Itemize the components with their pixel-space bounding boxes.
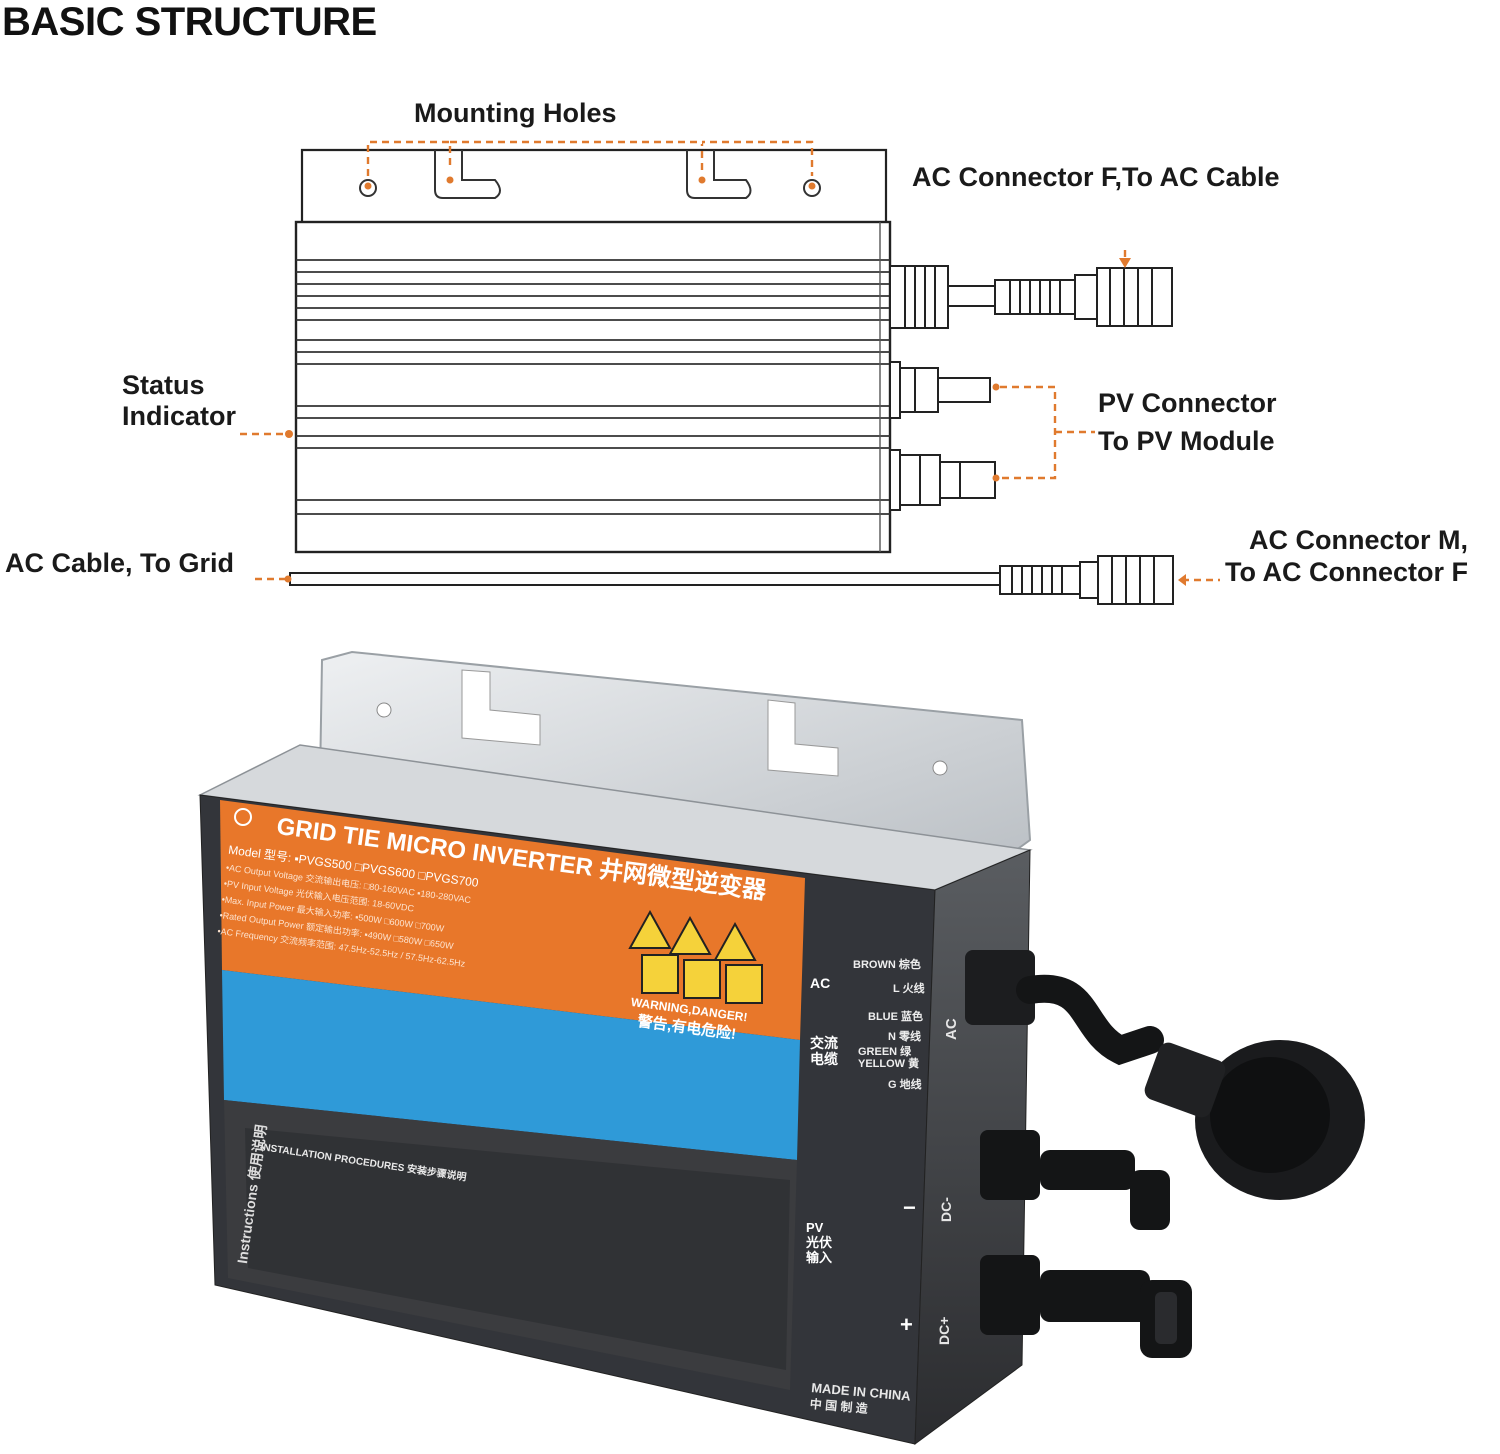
acm-line-2: To AC Connector F	[1225, 557, 1468, 587]
callout-ac-connector-m: AC Connector M, To AC Connector F	[1225, 524, 1468, 588]
wire-green: GREEN 绿 YELLOW 黄	[858, 1046, 920, 1070]
label-text-group: GRID TIE MICRO INVERTER 井网微型逆变器 Model 型号…	[217, 800, 790, 1011]
mounting-slot-left	[434, 150, 501, 199]
instructions-side-label: Instructions 使用说明	[233, 1123, 270, 1265]
callout-ac-cable: AC Cable, To Grid	[5, 548, 235, 578]
callout-status-indicator: Status Indicator	[122, 370, 236, 432]
made-in-china: MADE IN CHINA 中 国 制 造	[809, 1380, 911, 1421]
mounting-slot-right	[686, 150, 752, 199]
pv-line-1: PV Connector	[1098, 388, 1277, 418]
page-title: BASIC STRUCTURE	[2, 0, 377, 44]
dc-minus-sign: −	[903, 1195, 916, 1220]
callout-pv-connector: PV Connector To PV Module	[1098, 384, 1277, 460]
wire-brown: BROWN 棕色	[853, 959, 921, 971]
wire-g: G 地线	[888, 1079, 922, 1091]
ac-cn-label: 交流 电缆	[810, 1035, 838, 1067]
ac-output-cable	[965, 950, 1365, 1200]
structure-diagram	[240, 140, 1220, 605]
dc-connectors	[980, 1130, 1192, 1358]
callout-mounting-holes: Mounting Holes	[414, 98, 617, 128]
installation-heading: INSTALLATION PROCEDURES 安装步骤说明	[259, 1141, 468, 1184]
dc-plus-sign: +	[900, 1312, 913, 1337]
housing-side	[914, 849, 1031, 1446]
ac-connector-f-drawing	[889, 265, 1173, 329]
pv-input-label: PV 光伏 输入	[806, 1220, 833, 1265]
inverter-body-outline	[294, 220, 892, 554]
status-line-1: Status	[122, 370, 205, 400]
status-line-2: Indicator	[122, 401, 237, 432]
pv-line-2: To PV Module	[1098, 426, 1275, 456]
mounting-hole-right	[803, 179, 821, 197]
callout-ac-connector-f: AC Connector F,To AC Cable	[912, 162, 1280, 192]
ac-side-label: AC	[943, 1018, 960, 1040]
dc-minus-label: DC-	[938, 1197, 954, 1222]
wire-l: L 火线	[893, 983, 925, 995]
wire-n: N 零线	[888, 1031, 921, 1043]
solar-logo-icon	[76, 808, 252, 835]
pv-connector-drawing	[889, 361, 996, 511]
mounting-hole-left	[359, 179, 377, 197]
ac-cable-drawing	[289, 555, 1174, 605]
leader-dots	[284, 176, 1186, 586]
wire-blue: BLUE 蓝色	[868, 1011, 923, 1023]
cooling-fins	[296, 259, 890, 515]
dc-plus-label: DC+	[936, 1316, 952, 1345]
label-dark	[224, 1100, 797, 1390]
acm-line-1: AC Connector M,	[1248, 525, 1468, 555]
ac-label: AC	[810, 975, 831, 991]
